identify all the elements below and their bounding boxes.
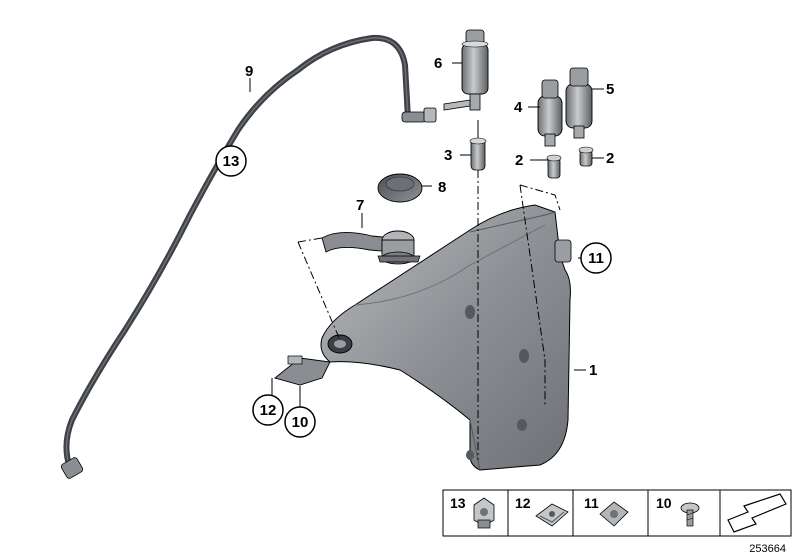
callout-12: 12 — [260, 402, 277, 419]
callout-9: 9 — [245, 63, 253, 80]
filler-cap-8 — [377, 173, 432, 203]
callout-13: 13 — [223, 153, 240, 170]
callout-1: 1 — [589, 362, 597, 379]
screw-icon — [680, 502, 700, 527]
filler-neck-7 — [321, 230, 421, 265]
callout-4: 4 — [514, 99, 523, 116]
washer-pump-5 — [565, 67, 593, 139]
assembly-lines — [297, 170, 561, 460]
callout-5: 5 — [606, 81, 614, 98]
washer-hose — [60, 34, 437, 479]
leader-lines — [249, 62, 604, 410]
legend-number-10: 10 — [656, 495, 672, 511]
legend-number-13: 13 — [450, 495, 466, 511]
grommet-2-right — [578, 146, 594, 167]
callout-11: 11 — [588, 250, 604, 267]
callout-8: 8 — [438, 179, 446, 196]
callout-10: 10 — [292, 414, 309, 431]
tank-bracket — [274, 355, 331, 386]
legend-number-12: 12 — [515, 495, 531, 511]
fastener-legend: 13 12 11 10 — [442, 489, 792, 537]
callout-3: 3 — [444, 147, 452, 164]
spring-nut-icon — [535, 503, 569, 527]
diagram-number: 253664 — [749, 543, 786, 555]
callouts: 9 6 4 5 3 2 2 8 7 1 13 11 12 10 — [215, 55, 614, 438]
washer-pump-4 — [537, 79, 563, 147]
direction-arrow-icon — [727, 493, 787, 533]
callout-2-right: 2 — [606, 150, 614, 167]
callout-7: 7 — [356, 197, 364, 214]
grommet-3 — [469, 120, 487, 171]
washer-fluid-tank-1 — [320, 204, 572, 471]
callout-2-left: 2 — [515, 152, 523, 169]
callout-6: 6 — [434, 55, 442, 72]
hose-clamp-icon — [473, 497, 495, 529]
clip-nut-icon — [599, 501, 629, 527]
washer-pump-6 — [443, 29, 489, 111]
grommet-2-left — [546, 154, 562, 179]
legend-number-11: 11 — [584, 495, 599, 511]
